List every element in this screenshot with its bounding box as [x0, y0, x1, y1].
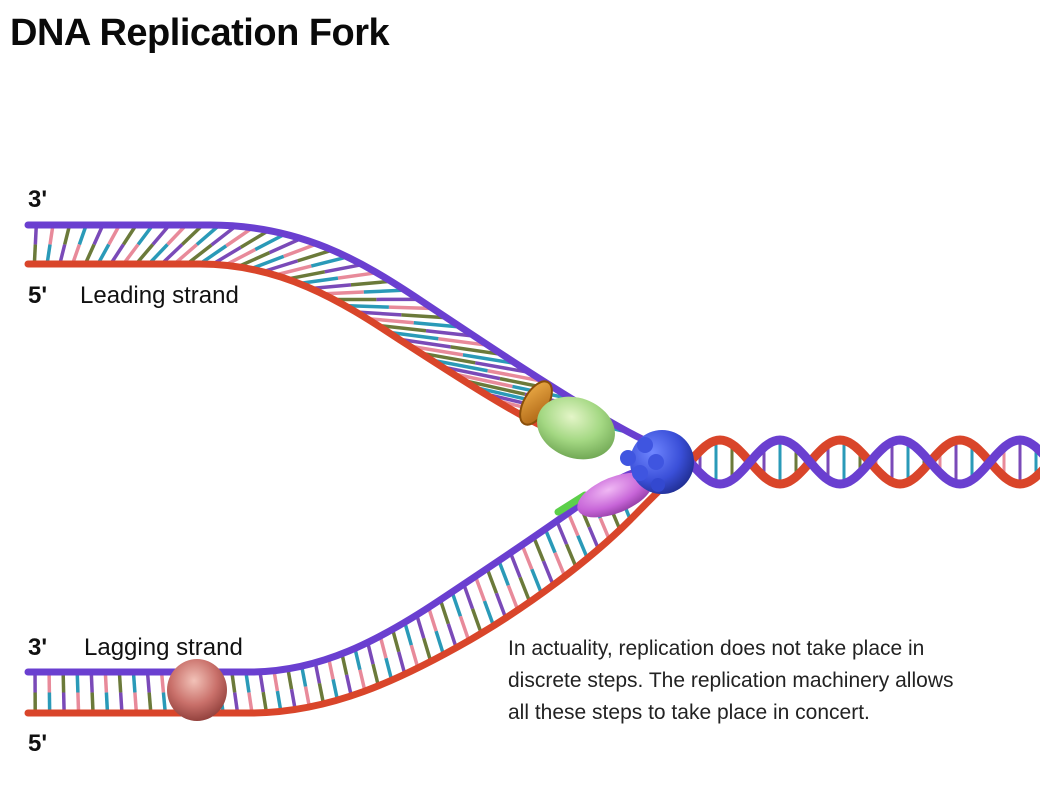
base-pair-rung: [422, 637, 433, 662]
base-pair-rung: [520, 544, 534, 570]
base-pair-rung: [462, 583, 475, 610]
base-pair-rung: [425, 329, 475, 338]
base-pair-rung: [384, 657, 394, 681]
base-pair-rung: [331, 678, 340, 701]
base-pair-rung: [470, 608, 483, 634]
base-pair-rung: [474, 361, 531, 375]
base-pair-rung: [403, 621, 414, 646]
base-pair-rung: [458, 615, 471, 642]
base-pair-rung: [371, 663, 381, 687]
parental-double-helix: [686, 435, 1040, 489]
base-pair-rung: [438, 599, 450, 625]
base-pair-rung: [434, 630, 446, 656]
base-pair-rung: [462, 353, 517, 366]
base-pair-rung: [564, 543, 578, 569]
base-pair-rung: [297, 248, 333, 263]
base-pair-rung: [388, 305, 433, 311]
base-pair-rung: [450, 345, 503, 357]
base-pair-rung: [337, 270, 378, 280]
leading-3prime-label: 3': [28, 186, 48, 213]
leading-polymerase: [537, 396, 615, 460]
base-pair-rung: [239, 228, 270, 249]
lagging-3prime-label: 3': [28, 634, 48, 661]
base-pair-rung: [452, 371, 513, 389]
base-pair-rung: [377, 323, 427, 333]
page-title: DNA Replication Fork: [10, 12, 390, 54]
base-pair-rung: [397, 651, 407, 675]
base-pair-rung: [401, 313, 447, 320]
base-pair-rung: [518, 576, 532, 603]
base-pair-rung: [324, 262, 363, 274]
base-pair-rung: [409, 644, 420, 669]
rna-primer: [554, 491, 589, 516]
base-pair-rung: [441, 365, 501, 381]
base-pair-rung: [541, 560, 555, 586]
leading-template-strand: [24, 221, 694, 464]
base-pair-rung: [494, 592, 508, 619]
base-pair-rung: [543, 528, 557, 554]
base-pair-rung: [420, 351, 476, 365]
note-line: discrete steps. The replication machiner…: [508, 669, 954, 692]
base-pair-rung: [353, 647, 362, 671]
base-pair-rung: [506, 584, 520, 611]
leading-strand-label: Leading strand: [80, 282, 239, 309]
base-pair-rung: [366, 316, 414, 325]
base-pair-rung: [350, 279, 392, 287]
base-pair-rung: [310, 255, 348, 268]
leading-new-strand: [24, 260, 544, 429]
base-pair-rung: [390, 628, 401, 653]
base-pair-rung: [450, 591, 463, 617]
note-line: In actuality, replication does not take …: [508, 637, 925, 660]
base-pair-rung: [378, 635, 388, 659]
base-pair-rung: [268, 236, 302, 255]
base-pair-rung: [363, 288, 406, 294]
lagging-polymerase: [167, 659, 227, 721]
base-pair-rung: [566, 512, 580, 537]
base-pair-rung: [430, 358, 488, 373]
base-pair-rung: [473, 575, 487, 602]
base-pair-rung: [426, 606, 438, 632]
base-pair-rung: [327, 658, 335, 680]
base-pair-rung: [446, 623, 458, 649]
base-pair-rung: [497, 560, 510, 586]
lagging-5prime-label: 5': [28, 730, 48, 757]
base-pair-rung: [487, 369, 545, 384]
base-pair-rung: [508, 552, 522, 578]
base-pair-rung: [415, 614, 426, 639]
base-pair-rung: [555, 520, 569, 545]
base-pair-rung: [553, 552, 567, 578]
base-pair-rung: [254, 232, 286, 252]
lagging-new-strand: [24, 461, 694, 717]
base-pair-rung: [366, 642, 375, 665]
base-pair-rung: [299, 665, 308, 687]
base-pair-rung: [358, 669, 367, 692]
base-pair-rung: [413, 321, 461, 329]
explanatory-note: In actuality, replication does not take …: [508, 633, 1040, 729]
base-pair-rung: [355, 310, 402, 317]
base-pair-rung: [283, 242, 318, 259]
primase: [577, 472, 653, 518]
lagging-strand-label: Lagging strand: [84, 634, 243, 661]
base-pair-rung: [344, 674, 353, 697]
helicase: [620, 430, 694, 494]
base-pair-rung: [388, 330, 439, 341]
base-pair-rung: [438, 337, 489, 348]
base-pair-rung: [532, 536, 546, 562]
base-pair-rung: [482, 600, 496, 627]
base-pair-rung: [313, 662, 322, 684]
leading-5prime-label: 5': [28, 282, 48, 309]
base-pair-rung: [409, 344, 464, 357]
base-pair-rung: [530, 568, 544, 595]
helix-strand-blue: [686, 435, 1040, 489]
base-pair-rung: [587, 526, 601, 550]
base-pair-rung: [344, 303, 389, 309]
base-pair-rung: [485, 567, 499, 594]
note-line: all these steps to take place in concert…: [508, 701, 870, 724]
base-pair-rung: [398, 337, 451, 349]
base-pair-rung: [576, 534, 590, 560]
base-pair-rung: [340, 653, 349, 676]
base-pair-rung: [598, 517, 611, 541]
